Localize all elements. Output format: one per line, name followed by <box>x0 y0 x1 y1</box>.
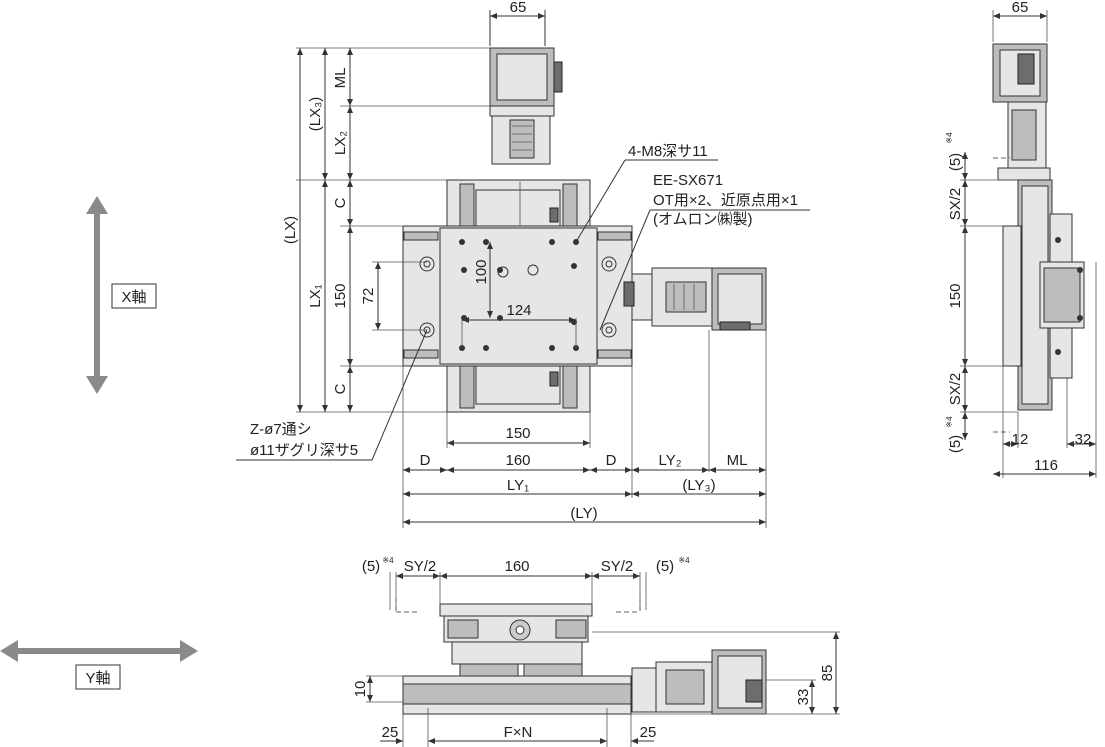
dim-base-160: 160 <box>505 452 530 469</box>
dim-c-bottom: C <box>332 383 349 394</box>
callout-sensor-model: EE-SX671 <box>653 172 723 189</box>
callout-counterbore: ø11ザグリ深サ5 <box>250 442 358 459</box>
side-dim-sx2-bottom: SX/2 <box>947 373 964 406</box>
side-dim-ot-bottom: (5) <box>947 435 964 453</box>
front-view: (5) ※4 SY/2 160 SY/2 (5) ※4 85 33 10 25 … <box>352 556 840 747</box>
dim-ly1: LY₁ <box>507 477 529 494</box>
callout-tap-holes: 4-M8深サ11 <box>628 143 708 160</box>
x-motor-top <box>489 47 563 165</box>
front-note-right: ※4 <box>678 556 690 565</box>
front-dim-sy2-right: SY/2 <box>601 558 634 575</box>
front-dim-width-160: 160 <box>504 558 529 575</box>
side-note-top: ※4 <box>945 132 954 144</box>
side-dim-32: 32 <box>1075 431 1092 448</box>
dim-lx2: LX₂ <box>332 131 349 155</box>
side-dim-ot-top: (5) <box>947 153 964 171</box>
dim-pitch-100: 100 <box>473 259 490 284</box>
dim-d-right: D <box>606 452 617 469</box>
dim-ly2: LY₂ <box>658 452 681 469</box>
dim-ly3: (LY₃) <box>682 477 715 494</box>
x-axis-indicator: X軸 <box>86 196 157 394</box>
side-dim-116: 116 <box>1034 457 1058 474</box>
side-dim-12: 12 <box>1012 431 1029 448</box>
dim-base-150: 150 <box>505 425 530 442</box>
side-dim-motor-width: 65 <box>1012 0 1029 16</box>
callout-sensor-use: OT用×2、近原点用×1 <box>653 192 798 209</box>
dim-ly: (LY) <box>570 505 597 522</box>
dim-d-left: D <box>420 452 431 469</box>
dim-ml-right: ML <box>727 452 748 469</box>
dim-pitch-124: 124 <box>506 302 531 319</box>
callout-through-hole: Z-ø7通シ <box>250 421 312 438</box>
dim-lx1: LX₁ <box>307 284 324 307</box>
dim-ml: ML <box>332 68 349 89</box>
side-dim-sx2-top: SX/2 <box>947 188 964 221</box>
front-dim-margin-right: 25 <box>640 724 657 741</box>
dim-lx3: (LX₃) <box>307 97 324 131</box>
dim-motor-width: 65 <box>510 0 527 16</box>
front-dim-base-10: 10 <box>352 681 369 698</box>
side-note-bottom: ※4 <box>945 416 954 428</box>
callout-sensor-maker: (オムロン㈱製) <box>653 211 753 228</box>
y-motor-right <box>623 267 767 331</box>
front-dim-height-85: 85 <box>819 665 836 682</box>
side-view: 65 (5) ※4 SX/2 150 SX/2 (5) ※4 12 32 116 <box>945 0 1097 478</box>
top-view: 65 ML LX₂ C 150 C (LX₃) LX₁ (LX) <box>236 0 810 528</box>
side-dim-stroke-150: 150 <box>947 283 964 308</box>
front-note-left: ※4 <box>382 556 394 565</box>
dim-lx: (LX) <box>282 216 299 244</box>
top-view-callouts: 4-M8深サ11 EE-SX671 OT用×2、近原点用×1 (オムロン㈱製) … <box>236 143 810 461</box>
y-axis-label: Y軸 <box>85 670 110 687</box>
front-dim-ot-left: (5) <box>362 558 380 575</box>
dim-pitch-72: 72 <box>360 288 377 305</box>
top-view-dimensions: 65 ML LX₂ C 150 C (LX₃) LX₁ (LX) <box>282 0 767 528</box>
front-dim-fxn: F×N <box>504 724 533 741</box>
dim-c-top: C <box>332 197 349 208</box>
front-dim-height-33: 33 <box>795 689 812 706</box>
dim-stroke-150: 150 <box>332 283 349 308</box>
x-axis-label: X軸 <box>121 289 146 306</box>
y-axis-indicator: Y軸 <box>0 640 198 690</box>
front-dim-ot-right: (5) <box>656 558 674 575</box>
front-dim-sy2-left: SY/2 <box>404 558 437 575</box>
front-dim-margin-left: 25 <box>382 724 399 741</box>
